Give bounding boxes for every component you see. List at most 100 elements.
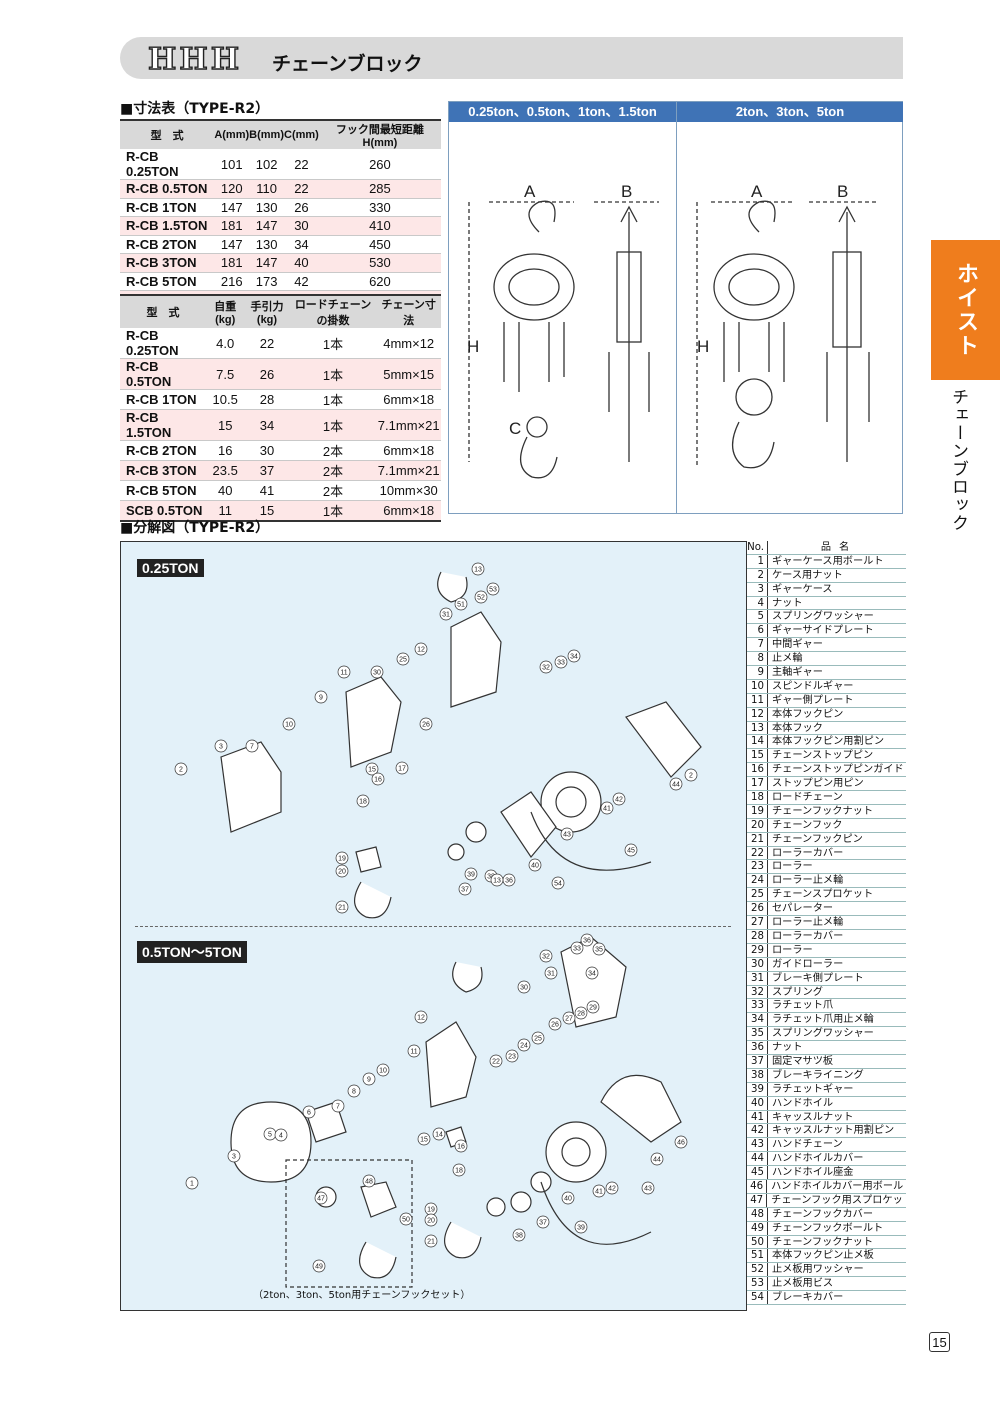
weight-cell: R-CB 0.25TON <box>120 328 207 359</box>
part-number: 52 <box>747 1263 768 1277</box>
part-name: セパレーター <box>772 903 834 915</box>
callout-number: 44 <box>653 1157 661 1164</box>
callout-bubble <box>356 794 370 808</box>
callout-bubble <box>551 876 565 890</box>
callout-number: 37 <box>539 1220 547 1227</box>
callout-number: 35 <box>595 947 603 954</box>
part-name: 中間ギャー <box>772 639 823 651</box>
part-name: ローラー止メ輪 <box>772 917 844 929</box>
dim-cell: 173 <box>249 272 285 291</box>
parts-list-item: 27 ローラー止メ輪 <box>747 916 906 930</box>
callout-number: 14 <box>435 1132 443 1139</box>
callout-number: 36 <box>505 878 513 885</box>
part-number: 21 <box>747 832 768 846</box>
dim-header-0: 型 式 <box>120 120 215 149</box>
callout-number: 45 <box>627 848 635 855</box>
hoist-line-drawings: A B H C A B H <box>467 182 877 479</box>
callout-bubble <box>570 941 584 955</box>
callout-number: 38 <box>487 874 495 881</box>
part-name: 本体フックピン止メ板 <box>772 1250 874 1262</box>
part-name: ハンドホイルカバー <box>772 1153 864 1165</box>
part-number: 23 <box>747 860 768 874</box>
part-number: 4 <box>747 596 768 610</box>
callout-number: 33 <box>557 660 565 667</box>
callout-bubble <box>337 665 351 679</box>
weight-cell: R-CB 2TON <box>120 440 207 461</box>
callout-bubble <box>399 1212 413 1226</box>
part-name: ブレーキカバー <box>772 1292 844 1304</box>
callout-bubble <box>505 1049 519 1063</box>
callout-bubble <box>585 966 599 980</box>
callout-number: 50 <box>402 1217 410 1224</box>
callout-bubble <box>471 562 485 576</box>
part-name: ケース用ナット <box>772 569 843 581</box>
callout-bubble <box>335 851 349 865</box>
part-number: 26 <box>747 902 768 916</box>
callout-number: 7 <box>336 1104 340 1111</box>
dim-cell: 26 <box>284 198 319 217</box>
dim-cell: R-CB 2TON <box>120 235 215 254</box>
dim-cell: R-CB 1.5TON <box>120 216 215 236</box>
callout-bubble <box>458 882 472 896</box>
weight-header-3: ロードチェーンの掛数 <box>289 295 377 328</box>
dim-cell: 181 <box>214 216 250 236</box>
weight-table: 型 式自重(kg)手引力(kg)ロードチェーンの掛数チェーン寸法 R-CB 0.… <box>120 294 441 522</box>
callout-bubble <box>395 761 409 775</box>
callout-number: 26 <box>551 1022 559 1029</box>
callout-number: 22 <box>492 1059 500 1066</box>
callout-bubble <box>624 843 638 857</box>
callout-bubble <box>548 1017 562 1031</box>
part-number: 27 <box>747 916 768 929</box>
callout-number: 13 <box>493 878 501 885</box>
callout-bubble <box>282 717 296 731</box>
callout-number: 16 <box>374 777 382 784</box>
weight-cell: 28 <box>244 389 290 410</box>
callout-number: 10 <box>285 722 293 729</box>
dim-cell: R-CB 0.5TON <box>120 179 215 199</box>
callout-bubble <box>554 655 568 669</box>
callout-bubble <box>486 582 500 596</box>
callout-bubble <box>365 762 379 776</box>
part-number: 19 <box>747 804 768 818</box>
part-name: 固定マサツ板 <box>772 1055 834 1067</box>
weight-cell: 6mm×18 <box>376 389 441 410</box>
weight-cell: 2本 <box>289 480 377 501</box>
part-name: チェーンフック <box>772 819 843 831</box>
callout-number: 11 <box>340 670 347 677</box>
side-tab-hoist[interactable]: ホイスト <box>931 240 1000 380</box>
part-name: ラチェットギャー <box>772 1083 854 1095</box>
callout-number: 36 <box>583 938 591 945</box>
callout-bubble <box>227 1149 241 1163</box>
dim-cell: 40 <box>284 253 319 273</box>
part-name: ブレーキ側プレート <box>772 972 864 984</box>
callout-bubble <box>574 1006 588 1020</box>
part-number: 31 <box>747 971 768 985</box>
callout-bubble <box>490 873 504 887</box>
dim-header-4: フック間最短距離H(mm) <box>318 120 441 149</box>
callout-number: 40 <box>564 1196 572 1203</box>
callout-bubble <box>185 1176 199 1190</box>
part-number: 34 <box>747 1013 768 1027</box>
callout-bubble <box>517 980 531 994</box>
weight-cell: 5mm×15 <box>376 358 441 390</box>
